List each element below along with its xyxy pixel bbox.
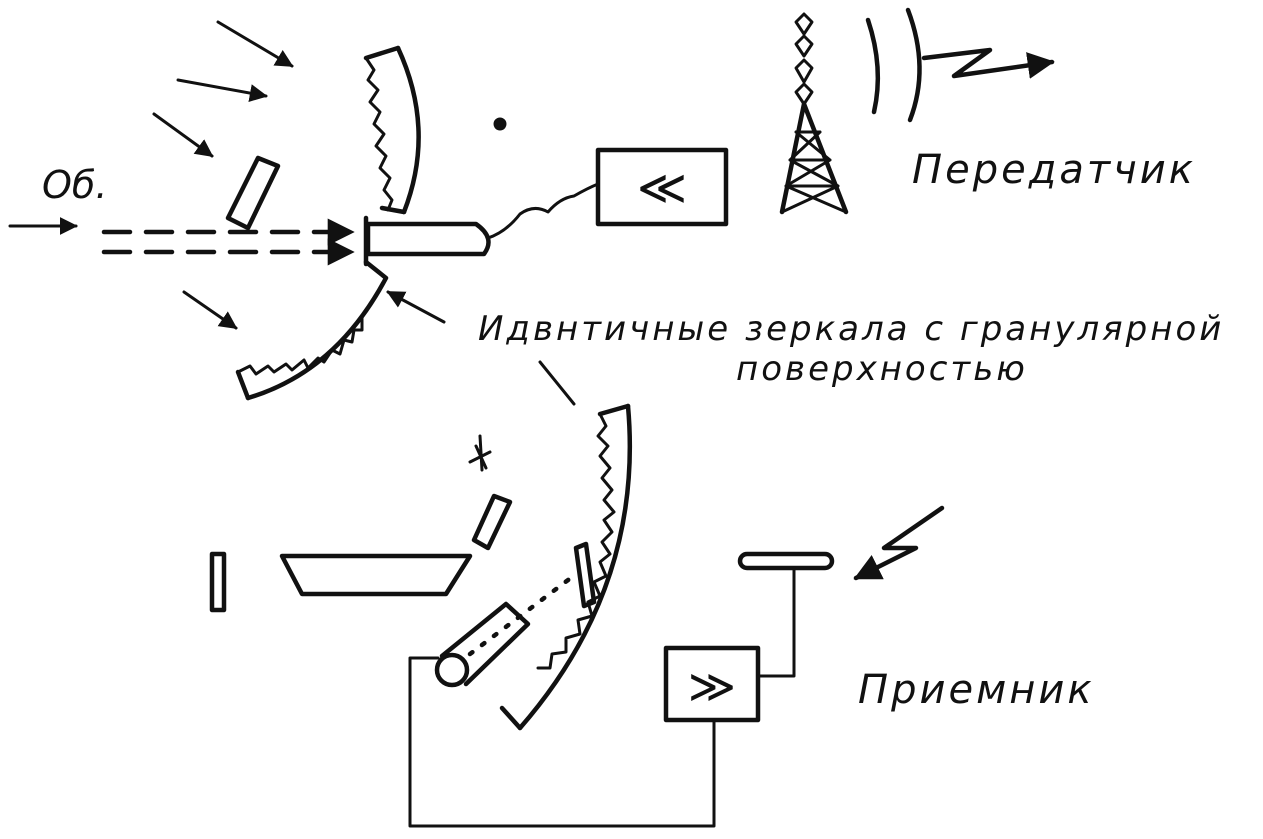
ink-dot (493, 117, 507, 131)
lower-mirror-top-edge (597, 403, 631, 417)
mirror-back-arc (395, 45, 421, 215)
mirror-bottom-edge (379, 205, 407, 215)
lower-mirror-bottom-edge (499, 705, 523, 731)
transmitter-box (595, 147, 729, 227)
emitter-tube (365, 221, 491, 257)
tower-mid-diamond (794, 34, 814, 58)
ray-6 (386, 290, 446, 324)
mirrors-label-line2: поверхностью (736, 349, 1028, 389)
objective-label: Об. (42, 163, 108, 207)
lower-mirror-back-arc (517, 403, 633, 731)
lower-mirror-granular-surface (536, 412, 616, 670)
transmit-zigzag-arrow (921, 47, 1055, 79)
radio-wave-2 (905, 7, 922, 123)
mirror-granular-surface (364, 56, 394, 212)
transmitter-box-symbol: ≪ (637, 160, 687, 216)
mirror-top-edge (363, 45, 401, 61)
receive-zigzag-arrow (853, 505, 945, 581)
upper-mirror-top (363, 45, 421, 215)
dotted-beam (467, 571, 579, 657)
receiver-antenna (737, 551, 835, 571)
ray-2 (176, 78, 268, 102)
lower-mirror (499, 403, 633, 731)
upper-mirror-bottom (235, 259, 389, 401)
ray-1 (216, 20, 294, 68)
receiver-lens (471, 493, 513, 551)
tower-base-diamond (794, 82, 814, 106)
receiver-box-symbol: ≫ (688, 659, 736, 713)
ray-3 (152, 112, 214, 158)
mirror-end-edge (235, 369, 251, 401)
mirror-granular-surface-2 (236, 316, 364, 376)
detector-tube (439, 601, 531, 687)
slit (209, 551, 227, 613)
transmitter-lens (225, 155, 281, 231)
incoming-rays (8, 20, 446, 330)
receiver-box (663, 645, 761, 723)
receiver-small-lens (573, 541, 597, 609)
detector-tube-end (434, 652, 470, 688)
transmitter-wire (486, 182, 600, 240)
tower-lattice (780, 130, 848, 214)
trapezoid-plate (279, 553, 473, 597)
mirror-back-arc-2 (245, 259, 389, 401)
transmitter-label: Передатчик (912, 147, 1196, 193)
label-leader-line (538, 360, 576, 406)
tower-top-diamond (794, 12, 814, 36)
antenna-wire (756, 566, 796, 678)
radio-wave-1 (865, 17, 881, 115)
receiver-label: Приемник (858, 667, 1095, 713)
antenna-tower (779, 12, 849, 215)
ray-4 (182, 290, 238, 330)
star-mark (468, 434, 492, 472)
mirrors-label-line1: Идвнтичные зеркала с гранулярной (478, 309, 1225, 349)
receiver-wire-loop (408, 656, 716, 828)
tower-lower-diamond (794, 58, 814, 84)
